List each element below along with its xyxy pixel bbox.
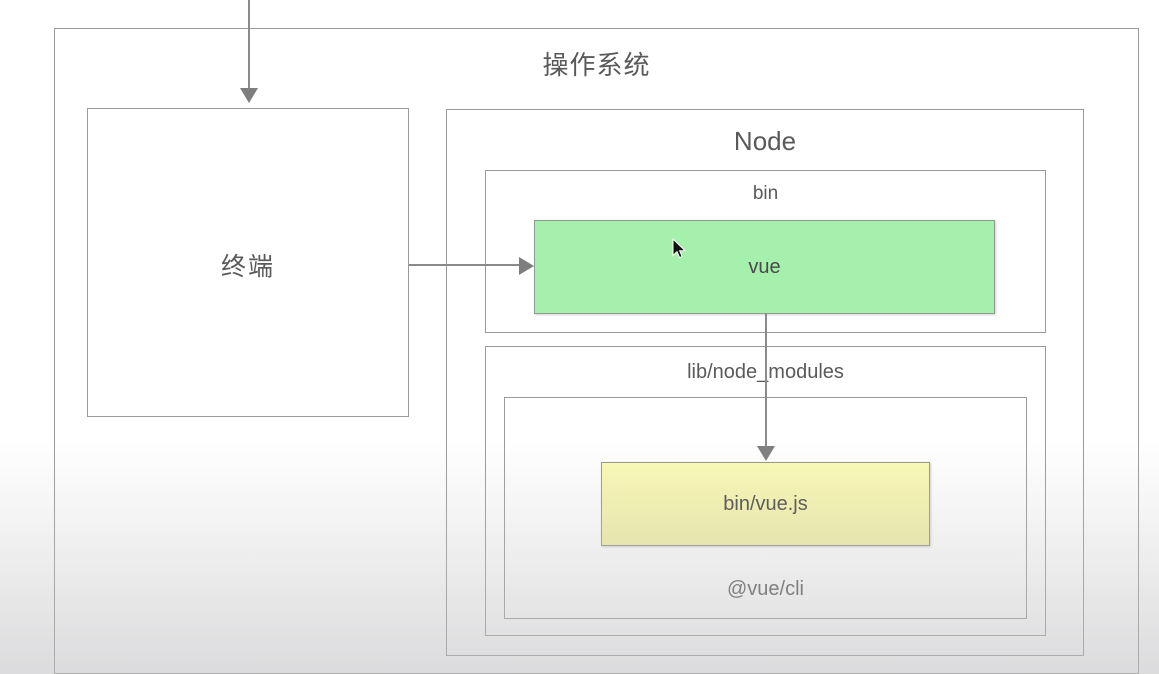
arrow-terminal-to-vue-line bbox=[409, 264, 524, 266]
vue-node-label: vue bbox=[748, 255, 781, 278]
vue-node[interactable]: vue bbox=[534, 220, 995, 314]
bin-label: bin bbox=[752, 183, 779, 204]
terminal-label: 终端 bbox=[220, 253, 275, 281]
vue-js-node[interactable]: bin/vue.js bbox=[601, 462, 930, 546]
vue-js-node-label: bin/vue.js bbox=[723, 492, 808, 515]
vue-cli-label: @vue/cli bbox=[727, 578, 804, 600]
arrow-vue-to-vuejs-line bbox=[765, 313, 767, 453]
arrow-into-terminal-line bbox=[248, 0, 250, 100]
node-label: Node bbox=[733, 126, 797, 156]
arrow-vue-to-vuejs-head bbox=[757, 446, 775, 461]
arrow-into-terminal-head bbox=[240, 88, 258, 103]
os-label: 操作系统 bbox=[542, 50, 651, 80]
arrow-terminal-to-vue-head bbox=[519, 257, 534, 275]
terminal-box: 终端 bbox=[87, 108, 409, 417]
